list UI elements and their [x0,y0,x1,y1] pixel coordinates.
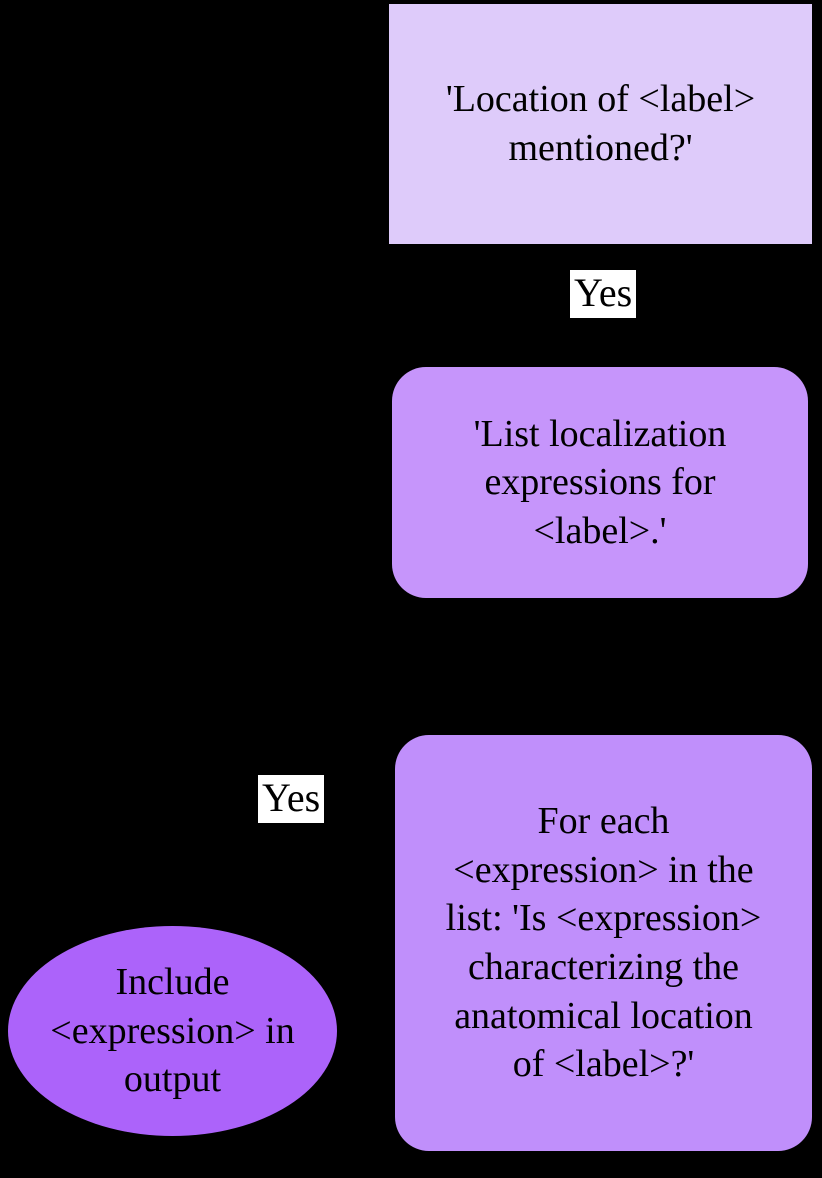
edge-label-yes-2: Yes [258,775,325,823]
edge-label-yes-1: Yes [570,270,637,318]
node-question-location[interactable]: 'Location of <label> mentioned?' [389,4,812,244]
node-include-output[interactable]: Include <expression> in output [8,926,337,1136]
node-list-expressions[interactable]: 'List localization expressions for <labe… [392,367,808,598]
edge-check-to-include [337,996,395,1015]
node-check-expression[interactable]: For each <expression> in the list: 'Is <… [395,735,812,1151]
